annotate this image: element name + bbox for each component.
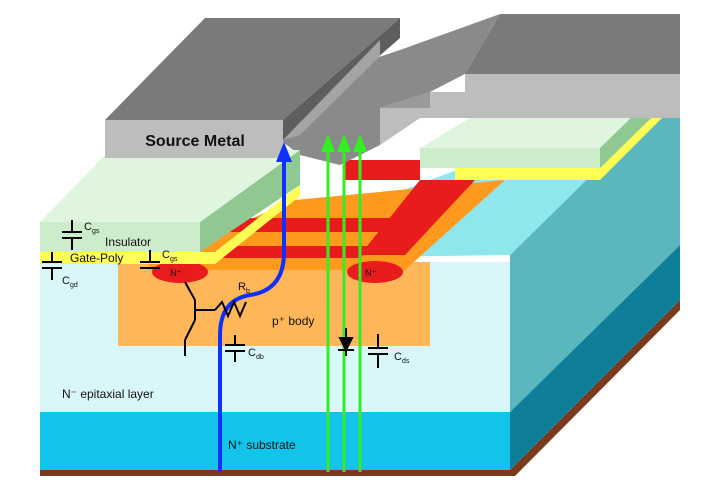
cds-label: Cds [394, 351, 410, 365]
right-metal-top [465, 14, 680, 74]
left-insulator-side [200, 150, 300, 252]
capacitor-cgs2-symbol [140, 250, 160, 269]
right-metal-front [380, 74, 680, 145]
cgs-label: Cgs [84, 221, 100, 235]
capacitor-cgd-symbol [42, 252, 62, 280]
n-plus-stripe-back [345, 160, 420, 180]
electron-arrow-head [276, 142, 292, 162]
left-metal-front [105, 120, 283, 158]
capacitor-cgs-symbol [62, 220, 82, 250]
channel-arrow-head-3 [353, 134, 367, 152]
left-metal-ridge [283, 40, 380, 140]
n-plus-right-label: N⁺ [365, 268, 376, 278]
rb-label: Rb [238, 281, 250, 295]
n-plus-stripe-diagonal [360, 180, 475, 255]
electron-current-path [218, 160, 287, 472]
parasitic-bjt-symbol [184, 281, 247, 356]
right-gate-poly [455, 88, 680, 180]
n-plus-left-region [152, 261, 208, 283]
epi-side [510, 88, 680, 412]
insulator-label: Insulator [105, 235, 151, 249]
substrate-side [510, 245, 680, 470]
channel-arrow-head-1 [321, 134, 335, 152]
epi-top-surface [40, 88, 680, 262]
cgs2-label: Cgs [162, 249, 178, 263]
n-substrate-label: N⁺ substrate [228, 438, 296, 452]
cdb-label: Cdb [248, 347, 264, 361]
cgd-label: Cgd [62, 275, 78, 289]
left-metal-top [105, 18, 400, 120]
metal-trench-back [280, 14, 500, 165]
body-diode-symbol [338, 328, 354, 356]
channel-arrow-head-2 [337, 134, 351, 152]
left-metal-side [283, 18, 400, 140]
p-body-label: p⁺ body [272, 314, 314, 328]
n-plus-stripe-low [210, 246, 372, 258]
source-metal-label: Source Metal [145, 133, 245, 150]
n-epi-label: N⁻ epitaxial layer [62, 387, 154, 401]
left-gate-poly [40, 185, 300, 264]
right-insulator-front [420, 148, 600, 168]
gate-poly-label: Gate-Poly [70, 251, 123, 265]
capacitor-cds-symbol [368, 334, 388, 368]
left-insulator-top [40, 150, 300, 222]
capacitor-cdb-symbol [225, 335, 245, 362]
substrate-front [40, 412, 510, 470]
n-plus-left-label: N⁺ [170, 268, 181, 278]
